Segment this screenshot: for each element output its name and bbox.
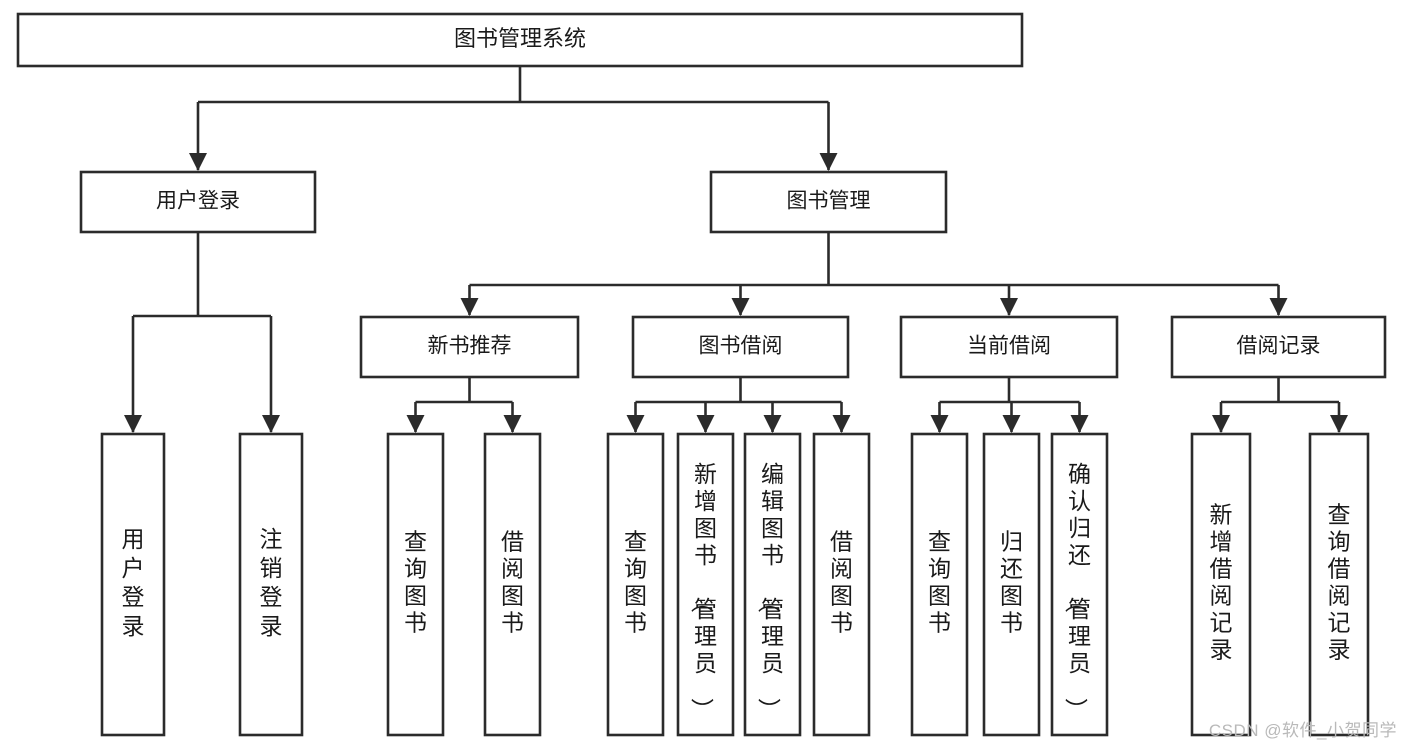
node-box-borrow-record	[1170, 315, 1387, 379]
node-l-query-record[interactable]: 查询借阅记录	[1308, 432, 1370, 737]
node-label-book-borrow: 图书借阅	[699, 335, 783, 358]
node-box-l-add-book	[676, 432, 735, 737]
node-leaf-logout[interactable]: 注销登录	[238, 432, 304, 737]
node-box-l-query-book-2	[606, 432, 665, 737]
connector-group-borrow-record	[1212, 377, 1348, 433]
node-l-edit-book[interactable]: 编辑图书（管理员）	[743, 432, 802, 737]
arrow-head-icon	[1070, 415, 1089, 433]
arrow-head-icon	[832, 415, 851, 433]
node-book-manage[interactable]: 图书管理	[709, 170, 948, 234]
node-label-leaf-logout: 注销登录	[260, 526, 283, 639]
node-layer: 图书管理系统用户登录图书管理新书推荐图书借阅当前借阅借阅记录用户登录注销登录查询…	[16, 12, 1387, 737]
node-l-add-book[interactable]: 新增图书（管理员）	[676, 432, 735, 737]
connector-group-book-borrow	[626, 377, 851, 433]
arrow-head-icon	[696, 415, 715, 433]
node-borrow-record[interactable]: 借阅记录	[1170, 315, 1387, 379]
node-label-user-login: 用户登录	[156, 190, 240, 213]
connector-group-new-book-rec	[406, 377, 522, 433]
node-box-leaf-logout	[238, 432, 304, 737]
node-leaf-user-login[interactable]: 用户登录	[100, 432, 166, 737]
node-box-l-query-record	[1308, 432, 1370, 737]
arrow-head-icon	[460, 298, 479, 316]
node-label-current-borrow: 当前借阅	[967, 335, 1051, 358]
node-l-query-book-2[interactable]: 查询图书	[606, 432, 665, 737]
node-l-confirm-return[interactable]: 确认归还（管理员）	[1050, 432, 1109, 737]
arrow-head-icon	[406, 415, 425, 433]
node-l-borrow-book-1[interactable]: 借阅图书	[483, 432, 542, 737]
node-label-l-query-book-3: 查询图书	[928, 528, 951, 635]
node-label-new-book-rec: 新书推荐	[428, 335, 512, 358]
node-l-query-book-3[interactable]: 查询图书	[910, 432, 969, 737]
arrow-head-icon	[763, 415, 782, 433]
node-label-leaf-user-login: 用户登录	[122, 526, 145, 639]
watermark-label: CSDN @软件_小贺同学	[1208, 721, 1397, 740]
node-label-root: 图书管理系统	[454, 26, 586, 51]
connector-group-user-login	[124, 232, 280, 433]
node-label-l-add-record: 新增借阅记录	[1210, 501, 1233, 662]
node-current-borrow[interactable]: 当前借阅	[899, 315, 1119, 379]
node-box-book-borrow	[631, 315, 850, 379]
node-l-borrow-book-2[interactable]: 借阅图书	[812, 432, 871, 737]
arrow-head-icon	[731, 298, 750, 316]
node-l-query-book-1[interactable]: 查询图书	[386, 432, 445, 737]
node-new-book-rec[interactable]: 新书推荐	[359, 315, 580, 379]
node-box-book-manage	[709, 170, 948, 234]
node-l-add-record[interactable]: 新增借阅记录	[1190, 432, 1252, 737]
connector-group-root	[189, 66, 838, 171]
arrow-head-icon	[930, 415, 949, 433]
node-l-return-book[interactable]: 归还图书	[982, 432, 1041, 737]
node-label-l-add-book: 新增图书（管理员）	[689, 461, 717, 721]
node-box-root	[16, 12, 1024, 68]
arrow-head-icon	[262, 415, 280, 433]
connector-layer	[124, 66, 1348, 433]
node-label-l-borrow-book-1: 借阅图书	[501, 528, 524, 635]
node-label-l-query-book-1: 查询图书	[404, 528, 427, 635]
node-box-l-borrow-book-1	[483, 432, 542, 737]
node-box-l-add-record	[1190, 432, 1252, 737]
node-box-leaf-user-login	[100, 432, 166, 737]
node-user-login[interactable]: 用户登录	[79, 170, 317, 234]
node-box-l-return-book	[982, 432, 1041, 737]
connector-group-current-borrow	[930, 377, 1089, 433]
arrow-head-icon	[1000, 298, 1018, 316]
node-label-l-edit-book: 编辑图书（管理员）	[756, 461, 784, 721]
node-box-current-borrow	[899, 315, 1119, 379]
node-label-l-borrow-book-2: 借阅图书	[830, 528, 853, 635]
node-book-borrow[interactable]: 图书借阅	[631, 315, 850, 379]
node-label-l-query-record: 查询借阅记录	[1328, 501, 1351, 662]
connector-group-book-manage	[460, 232, 1288, 316]
arrow-head-icon	[1212, 415, 1230, 433]
node-label-l-query-book-2: 查询图书	[624, 528, 647, 635]
arrow-head-icon	[124, 415, 142, 433]
node-box-user-login	[79, 170, 317, 234]
arrow-head-icon	[189, 153, 207, 171]
node-label-book-manage: 图书管理	[787, 190, 871, 213]
arrow-head-icon	[819, 153, 838, 171]
node-box-new-book-rec	[359, 315, 580, 379]
node-box-l-query-book-1	[386, 432, 445, 737]
arrow-head-icon	[503, 415, 522, 433]
node-box-l-borrow-book-2	[812, 432, 871, 737]
node-label-borrow-record: 借阅记录	[1237, 335, 1321, 358]
arrow-head-icon	[626, 415, 645, 433]
node-label-l-return-book: 归还图书	[1000, 528, 1023, 635]
node-box-l-query-book-3	[910, 432, 969, 737]
node-box-l-edit-book	[743, 432, 802, 737]
arrow-head-icon	[1330, 415, 1348, 433]
arrow-head-icon	[1002, 415, 1021, 433]
node-box-l-confirm-return	[1050, 432, 1109, 737]
arrow-head-icon	[1269, 298, 1288, 316]
node-label-l-confirm-return: 确认归还（管理员）	[1063, 461, 1091, 721]
node-root[interactable]: 图书管理系统	[16, 12, 1024, 68]
